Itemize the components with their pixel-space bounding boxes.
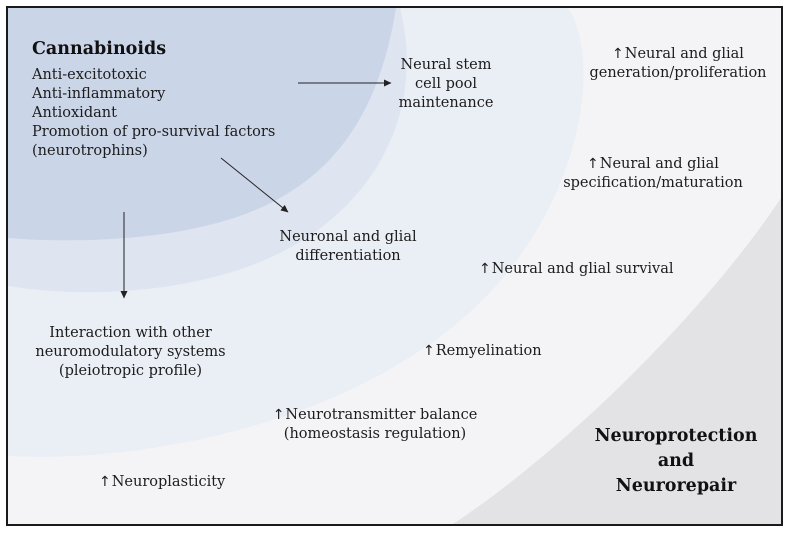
- neurotransmitter-node: ↑Neurotransmitter balance (homeostasis r…: [270, 406, 480, 444]
- stem-cell-line: cell pool: [415, 76, 477, 92]
- specification-text: Neural and glial: [599, 156, 719, 172]
- generation-text: Neural and glial: [624, 46, 744, 62]
- effect-item: Anti-inflammatory: [32, 86, 166, 102]
- up-arrow-icon: ↑: [587, 156, 599, 172]
- effect-item: Promotion of pro-survival factors: [32, 124, 276, 140]
- stem-cell-node: Neural stem cell pool maintenance: [384, 56, 508, 113]
- goal-label: Neuroprotection and Neurorepair: [586, 424, 766, 499]
- zone-background: [8, 8, 781, 524]
- goal-line: Neurorepair: [615, 476, 737, 496]
- differentiation-node: Neuronal and glial differentiation: [263, 228, 433, 266]
- generation-node: ↑Neural and glial generation/proliferati…: [578, 45, 778, 83]
- neurotransmitter-line: ↑Neurotransmitter balance: [270, 406, 480, 425]
- neurotransmitter-line: (homeostasis regulation): [283, 426, 467, 442]
- neurotransmitter-text: Neurotransmitter balance: [285, 407, 478, 423]
- up-arrow-icon: ↑: [612, 46, 624, 62]
- neuroplasticity-node: ↑Neuroplasticity: [99, 473, 225, 492]
- effect-item: Anti-excitotoxic: [32, 67, 147, 83]
- specification-line: specification/maturation: [563, 175, 743, 191]
- inner-zone: [8, 8, 396, 241]
- specification-line: ↑Neural and glial: [553, 155, 753, 174]
- arrow-to-differentiation: [220, 157, 289, 213]
- up-arrow-icon: ↑: [479, 261, 491, 277]
- goal-line: and: [657, 451, 695, 471]
- remyelination-text: Remyelination: [435, 343, 542, 359]
- cannabinoids-title: Cannabinoids: [32, 39, 167, 59]
- survival-node: ↑Neural and glial survival: [479, 260, 674, 279]
- goal-line: Neuroprotection: [594, 426, 758, 446]
- differentiation-line: differentiation: [295, 248, 401, 264]
- specification-node: ↑Neural and glial specification/maturati…: [553, 155, 753, 193]
- remyelination-node: ↑Remyelination: [423, 342, 542, 361]
- stem-cell-line: maintenance: [398, 95, 494, 111]
- up-arrow-icon: ↑: [99, 474, 111, 490]
- up-arrow-icon: ↑: [423, 343, 435, 359]
- generation-line: generation/proliferation: [589, 65, 767, 81]
- effects-list: Anti-excitotoxic Anti-inflammatory Antio…: [32, 66, 275, 161]
- interaction-line: neuromodulatory systems: [35, 344, 226, 360]
- effect-item: Antioxidant: [32, 105, 117, 121]
- interaction-line: (pleiotropic profile): [58, 363, 203, 379]
- generation-line: ↑Neural and glial: [578, 45, 778, 64]
- corner-zone: [453, 198, 781, 524]
- stem-cell-line: Neural stem: [400, 57, 492, 73]
- diagram-frame: Cannabinoids Anti-excitotoxic Anti-infla…: [6, 6, 783, 526]
- interaction-line: Interaction with other: [49, 325, 212, 341]
- differentiation-line: Neuronal and glial: [279, 229, 417, 245]
- effect-item: (neurotrophins): [32, 143, 148, 159]
- up-arrow-icon: ↑: [272, 407, 285, 423]
- neuroplasticity-text: Neuroplasticity: [111, 474, 226, 490]
- interaction-node: Interaction with other neuromodulatory s…: [28, 324, 233, 381]
- survival-text: Neural and glial survival: [491, 261, 674, 277]
